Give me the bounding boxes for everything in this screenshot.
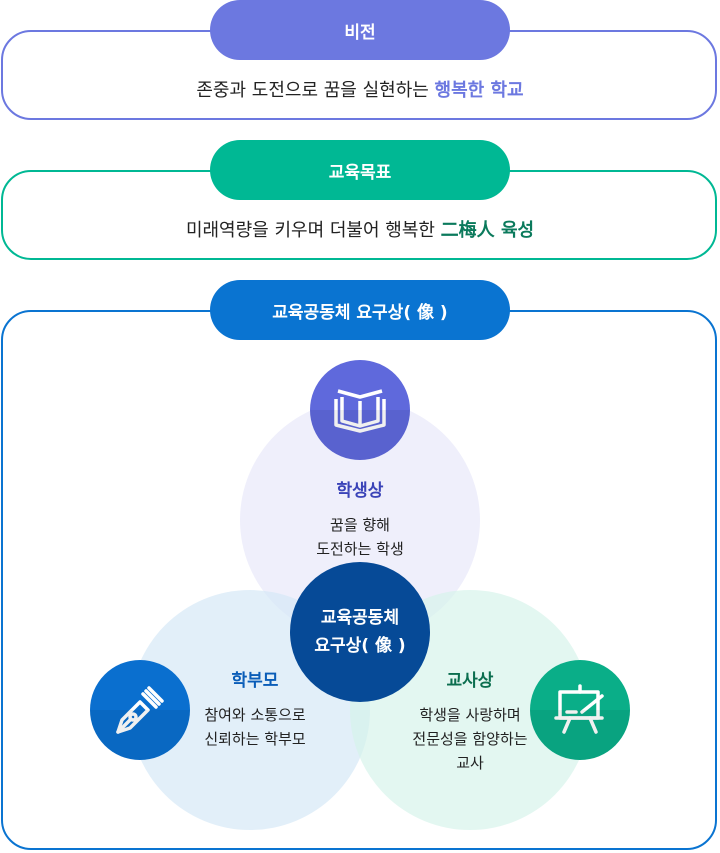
vision-statement: 존중과 도전으로 꿈을 실현하는 행복한 학교 [0, 76, 720, 102]
student-title: 학생상 [336, 481, 384, 501]
community-title-pill: 교육공동체 요구상( 像 ) [210, 280, 510, 340]
fountain-pen-icon [90, 660, 190, 760]
goal-text: 미래역량을 키우며 더불어 행복한 [185, 220, 441, 241]
student-desc-2: 도전하는 학생 [316, 540, 404, 558]
goal-highlight: 二梅人 육성 [440, 220, 535, 241]
vision-title-pill: 비전 [210, 0, 510, 60]
parent-desc-1: 참여와 소통으로 [204, 706, 306, 724]
community-center-circle: 교육공동체 요구상( 像 ) [290, 562, 430, 702]
teacher-title: 교사상 [446, 671, 494, 691]
goal-title-pill: 교육목표 [210, 140, 510, 200]
teacher-desc-2: 전문성을 함양하는 [412, 730, 528, 748]
vision-title: 비전 [344, 22, 376, 43]
goal-statement: 미래역량을 키우며 더불어 행복한 二梅人 육성 [0, 216, 720, 242]
parent-label: 학부모 참여와 소통으로 신뢰하는 학부모 [180, 666, 330, 751]
vision-highlight: 행복한 학교 [434, 80, 524, 101]
student-desc-1: 꿈을 향해 [330, 516, 390, 534]
easel-icon [530, 660, 630, 760]
center-line1: 교육공동체 [320, 608, 400, 628]
community-title: 교육공동체 요구상( 像 ) [272, 302, 448, 323]
parent-desc-2: 신뢰하는 학부모 [204, 730, 306, 748]
vision-text: 존중과 도전으로 꿈을 실현하는 [196, 80, 435, 101]
student-label: 학생상 꿈을 향해 도전하는 학생 [270, 476, 450, 561]
goal-title: 교육목표 [328, 162, 392, 183]
center-line2: 요구상( 像 ) [314, 636, 406, 656]
book-icon [310, 360, 410, 460]
parent-title: 학부모 [231, 671, 279, 691]
teacher-desc-3: 교사 [456, 754, 484, 772]
teacher-label: 교사상 학생을 사랑하며 전문성을 함양하는 교사 [385, 666, 555, 775]
teacher-desc-1: 학생을 사랑하며 [419, 706, 521, 724]
